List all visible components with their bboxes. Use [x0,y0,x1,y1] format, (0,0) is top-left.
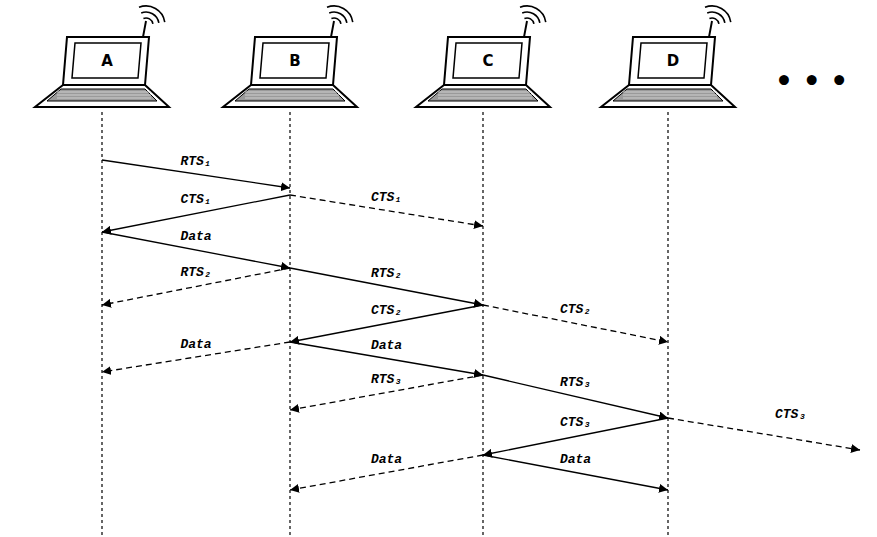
message-label: Data [180,229,211,244]
laptop-node: B [215,15,365,110]
antenna [709,21,712,37]
station-letter: B [262,44,328,77]
message-label: RTS₃ [371,372,402,387]
station-letter: D [640,44,706,77]
signal-wave [139,6,165,22]
continuation-dots: • • • [775,66,848,98]
signal-wave [331,18,340,24]
keyboard-row [438,92,532,93]
laptop-node: C [408,15,558,110]
message-label: RTS₃ [560,375,591,390]
message-label: Data [180,337,211,352]
laptop-base [35,85,169,107]
keyboard [235,89,345,101]
message-label: RTS₂ [371,266,402,281]
laptop-screen [260,43,329,78]
antenna [524,21,527,37]
signal-wave [707,12,725,23]
signal-wave [524,18,533,24]
lifeline [289,112,290,537]
message-label: CTS₁ [371,190,402,205]
laptop-screen [638,43,707,78]
keyboard-row [57,92,151,93]
keyboard-row [245,95,339,96]
keyboard [47,89,157,101]
message-label: CTS₃ [775,407,806,422]
station-letter: A [74,44,140,77]
antenna [331,21,334,37]
laptop-base [223,85,357,107]
laptop-base [601,85,735,107]
message-label: Data [371,338,402,353]
signal-wave [709,18,718,24]
keyboard-row [623,98,717,99]
laptop-lid [444,37,530,85]
keyboard-row [438,98,532,99]
laptop-lid [251,37,337,85]
signal-wave [705,6,731,22]
laptop-node: D [593,15,743,110]
laptop-base [416,85,550,107]
laptop-node: A [27,15,177,110]
signal-wave [327,6,353,22]
lifeline [667,112,668,537]
keyboard [613,89,723,101]
antenna [143,21,146,37]
laptop-lid [629,37,715,85]
keyboard-row [57,98,151,99]
keyboard-row [57,95,151,96]
station-letter: C [455,44,521,77]
signal-wave [329,12,347,23]
keyboard-row [438,95,532,96]
message-label: RTS₂ [180,265,211,280]
message-label: RTS₁ [180,154,211,169]
signal-wave [141,12,159,23]
message-label: Data [371,452,402,467]
message-label: CTS₁ [180,192,211,207]
overheard-arrow [668,418,860,450]
message-arrow [483,375,668,418]
message-label: CTS₃ [560,415,591,430]
lifeline [482,112,483,537]
keyboard [428,89,538,101]
signal-wave [143,18,152,24]
keyboard-row [623,92,717,93]
signal-wave [522,12,540,23]
laptop-lid [63,37,149,85]
keyboard-row [245,98,339,99]
message-label: CTS₂ [560,302,591,317]
message-label: CTS₂ [371,303,402,318]
lifeline [101,112,102,537]
laptop-screen [72,43,141,78]
signal-wave [520,6,546,22]
message-label: Data [560,452,591,467]
laptop-screen [453,43,522,78]
keyboard-row [245,92,339,93]
keyboard-row [623,95,717,96]
